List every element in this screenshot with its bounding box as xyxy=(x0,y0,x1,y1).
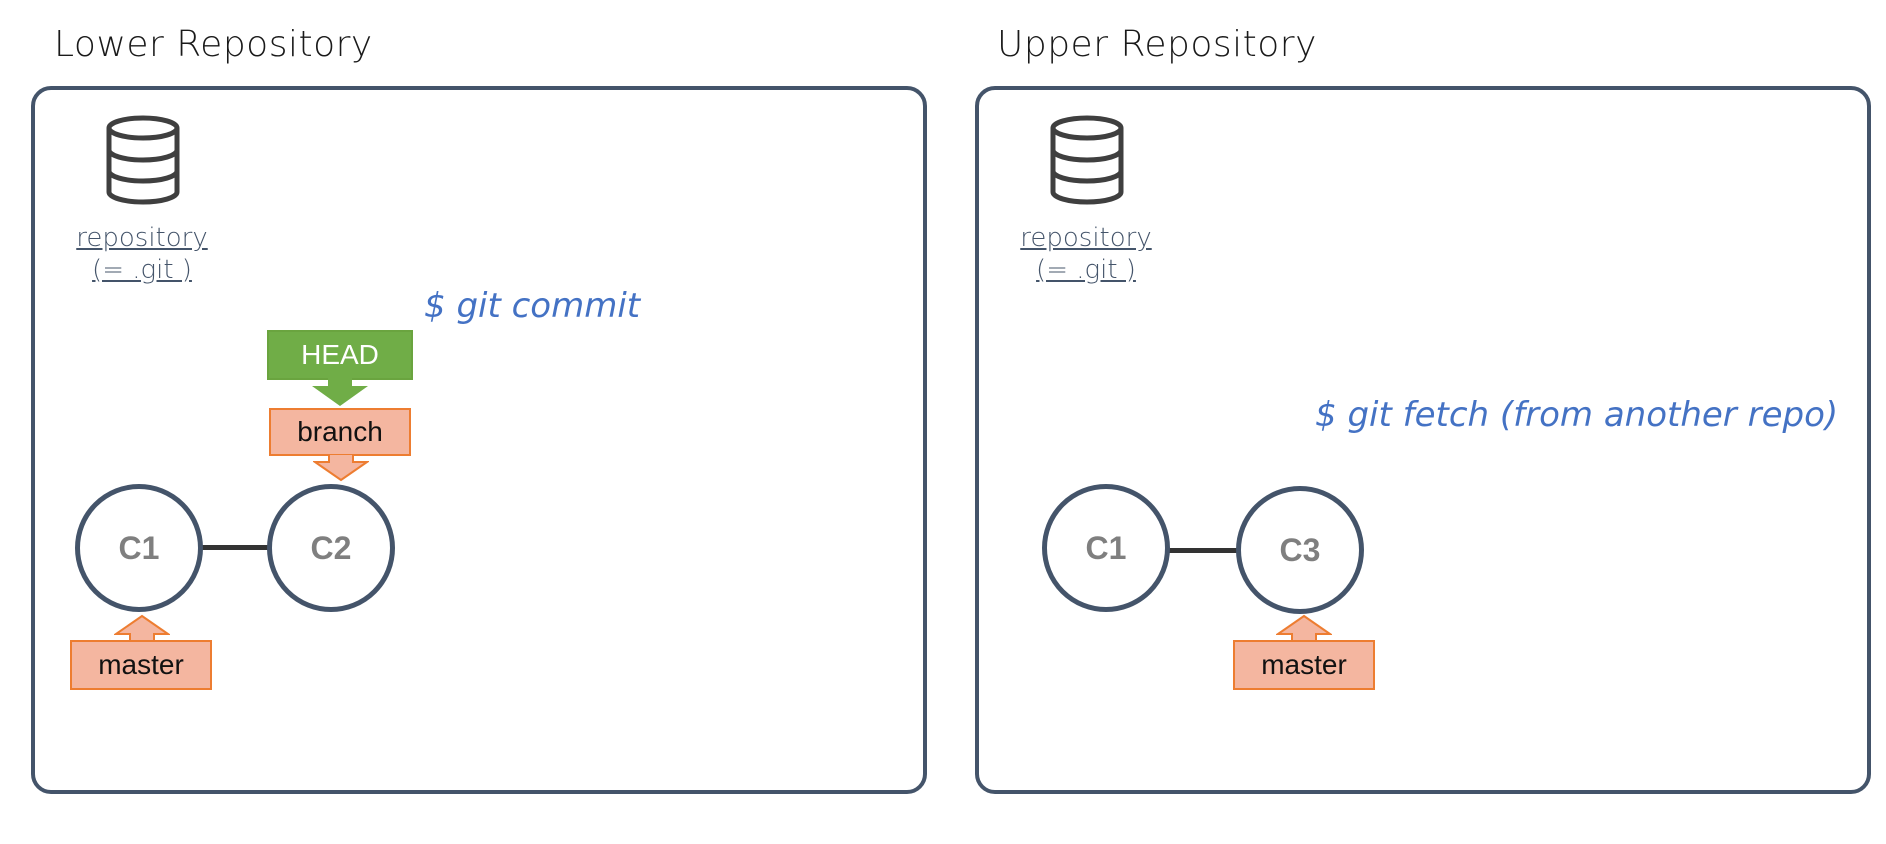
commit-node: C3 xyxy=(1236,486,1364,614)
commit-node: C1 xyxy=(1042,484,1170,612)
commit-node: C2 xyxy=(267,484,395,612)
commit-node: C1 xyxy=(75,484,203,612)
commit-link xyxy=(201,545,275,550)
master-ref: master xyxy=(70,640,212,690)
command-git-fetch: $ git fetch (from another repo) xyxy=(1315,395,1839,435)
upper-repo-title: Upper Repository xyxy=(997,24,1317,65)
master-arrow-icon xyxy=(1276,614,1332,642)
repository-label: repository (= .git ) xyxy=(76,223,208,285)
lower-repo-panel: repository (= .git ) $ git commit HEAD b… xyxy=(31,86,927,794)
upper-repo-panel: repository (= .git ) $ git fetch (from a… xyxy=(975,86,1871,794)
database-icon xyxy=(106,115,180,205)
repository-label: repository (= .git ) xyxy=(1020,223,1152,285)
commit-link xyxy=(1169,548,1243,553)
master-arrow-icon xyxy=(114,614,170,642)
branch-ref: branch xyxy=(269,408,411,456)
head-pointer: HEAD xyxy=(267,330,413,380)
master-ref: master xyxy=(1233,640,1375,690)
head-arrow-icon xyxy=(312,378,368,406)
command-git-commit: $ git commit xyxy=(424,286,641,326)
lower-repo-title: Lower Repository xyxy=(54,24,373,65)
branch-arrow-icon xyxy=(313,454,369,482)
database-icon xyxy=(1050,115,1124,205)
